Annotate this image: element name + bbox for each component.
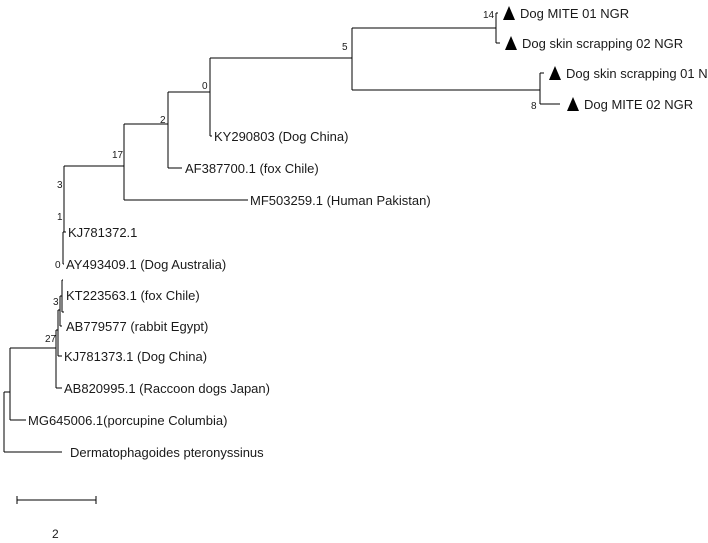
triangle-marker-icon [505,36,517,50]
support-value: 3 [57,180,63,191]
leaf-label-ab779577: AB779577 (rabbit Egypt) [66,319,208,334]
leaf-markers [503,6,579,111]
leaf-label-kj781372: KJ781372.1 [68,225,137,240]
leaf-label-dermato: Dermatophagoides pteronyssinus [70,445,264,460]
scale-bar: 2 [16,496,97,541]
triangle-marker-icon [503,6,515,20]
leaf-label-ky290803: KY290803 (Dog China) [214,129,348,144]
support-values: 14 8 5 0 2 17 3 1 0 3 27 [45,10,537,345]
leaf-label-kj781373: KJ781373.1 (Dog China) [64,349,207,364]
scale-bar-label: 2 [52,527,59,541]
leaf-label-ab820995: AB820995.1 (Raccoon dogs Japan) [64,381,270,396]
triangle-marker-icon [549,66,561,80]
triangle-marker-icon [567,97,579,111]
leaf-label-mite02: Dog MITE 02 NGR [584,97,693,112]
leaf-labels: Dog MITE 01 NGR Dog skin scrapping 02 NG… [28,6,708,460]
leaf-label-mf503259: MF503259.1 (Human Pakistan) [250,193,431,208]
support-value: 5 [342,42,348,53]
support-value: 3 [53,297,59,308]
support-value: 0 [55,260,61,271]
tree-branches [3,12,560,453]
support-value: 17 [112,150,124,161]
support-value: 0 [202,81,208,92]
leaf-label-mite01: Dog MITE 01 NGR [520,6,629,21]
support-value: 2 [160,115,166,126]
leaf-label-skin02: Dog skin scrapping 02 NGR [522,36,683,51]
support-value: 14 [483,10,495,21]
leaf-label-ay493409: AY493409.1 (Dog Australia) [66,257,226,272]
leaf-label-kt223563: KT223563.1 (fox Chile) [66,288,200,303]
support-value: 1 [57,212,63,223]
leaf-label-mg645006: MG645006.1(porcupine Columbia) [28,413,227,428]
support-value: 8 [531,101,537,112]
leaf-label-skin01: Dog skin scrapping 01 NGR [566,66,708,81]
support-value: 27 [45,334,57,345]
leaf-label-af387700: AF387700.1 (fox Chile) [185,161,319,176]
